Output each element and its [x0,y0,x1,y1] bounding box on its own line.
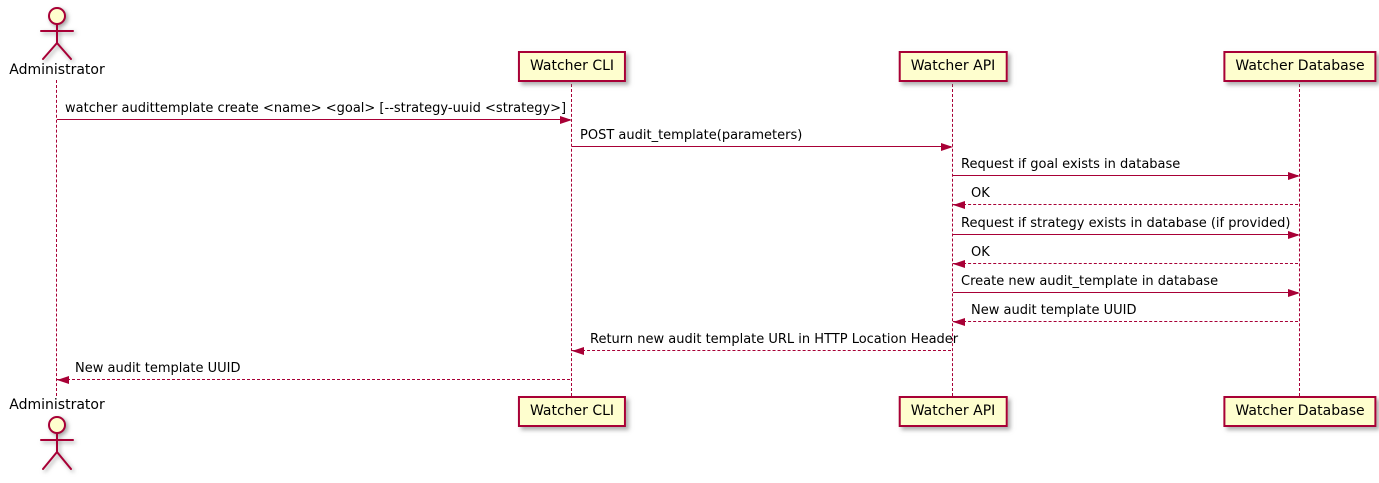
message-line [57,119,570,120]
actor-icon [40,7,74,60]
participant-box-cli-top: Watcher CLI [517,51,627,82]
arrowhead-left-icon [953,200,965,209]
lifeline-api [952,84,953,396]
participant-box-db-top: Watcher Database [1223,51,1377,82]
message-line [572,146,951,147]
message-line [57,379,570,380]
message-line [572,350,951,351]
message-label: watcher audittemplate create <name> <goa… [65,101,567,116]
message-line [953,175,1298,176]
participant-box-api-top: Watcher API [898,51,1008,82]
message-label: OK [971,245,990,260]
message-line [953,263,1298,264]
message-label: Request if goal exists in database [961,157,1181,172]
actor-icon [40,416,74,470]
message-label: POST audit_template(parameters) [580,128,803,143]
arrowhead-right-icon [941,142,953,151]
message-label: Return new audit template URL in HTTP Lo… [590,332,959,347]
actor-label: Administrator [9,397,105,413]
participant-box-cli-bottom: Watcher CLI [517,396,627,427]
lifeline-cli [571,84,572,396]
message-label: Request if strategy exists in database (… [961,216,1291,231]
arrowhead-right-icon [1288,230,1300,239]
message-line [953,292,1298,293]
message-line [953,321,1298,322]
arrowhead-left-icon [953,317,965,326]
arrowhead-left-icon [953,259,965,268]
message-line [953,204,1298,205]
arrowhead-right-icon [1288,288,1300,297]
lifeline-admin [56,80,57,396]
message-label: OK [971,186,990,201]
message-label: New audit template UUID [75,361,241,376]
arrowhead-right-icon [1288,171,1300,180]
message-label: New audit template UUID [971,303,1137,318]
arrowhead-left-icon [572,346,584,355]
actor-label: Administrator [9,62,105,78]
lifeline-db [1299,84,1300,396]
participant-box-api-bottom: Watcher API [898,396,1008,427]
participant-box-db-bottom: Watcher Database [1223,396,1377,427]
arrowhead-right-icon [560,115,572,124]
message-line [953,234,1298,235]
arrowhead-left-icon [57,375,69,384]
message-label: Create new audit_template in database [961,274,1219,289]
